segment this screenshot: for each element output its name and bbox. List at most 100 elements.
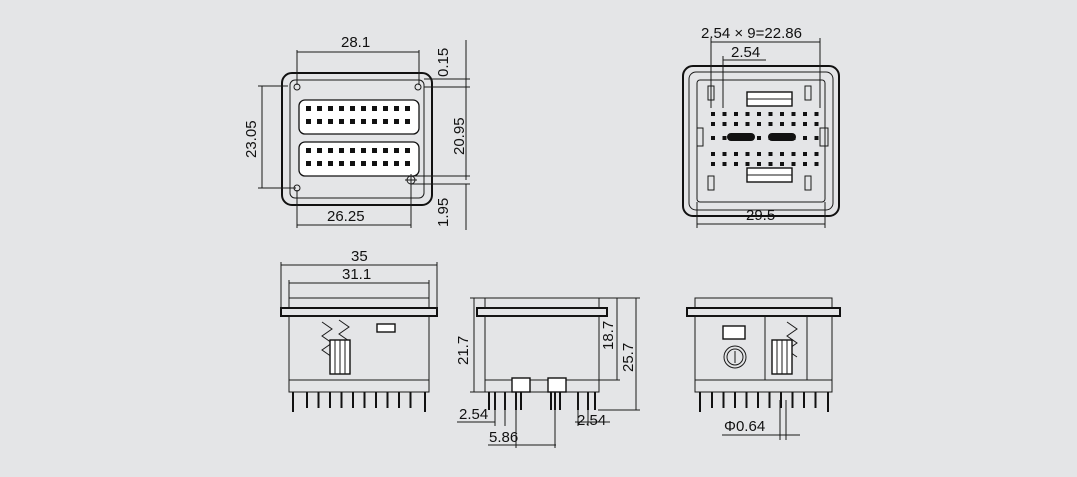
- contact-dot: [306, 119, 311, 124]
- contact-dot: [394, 161, 399, 166]
- pin-dot: [803, 136, 807, 140]
- pin-dot: [814, 136, 819, 140]
- pin-dot: [780, 112, 784, 116]
- pin-dot: [734, 122, 738, 126]
- pin-dot: [791, 112, 796, 116]
- contact-dot: [350, 106, 355, 111]
- contact-dot: [328, 148, 333, 153]
- dim-rear-bottom: 29.5: [746, 207, 775, 224]
- pin-dot: [768, 112, 773, 116]
- contact-dot: [383, 119, 388, 124]
- contact-dot: [361, 106, 366, 111]
- contact-dot: [372, 106, 377, 111]
- dim-front-bottom: 26.25: [327, 208, 365, 225]
- contact-dot: [317, 119, 322, 124]
- contact-dot: [405, 119, 410, 124]
- pin-dot: [722, 152, 727, 156]
- pin-dot: [722, 112, 727, 116]
- contact-dot: [383, 148, 388, 153]
- contact-dot: [350, 161, 355, 166]
- dim-rear-pitch-total: 2.54 × 9=22.86: [701, 25, 802, 42]
- pin-dot: [711, 112, 715, 116]
- contact-dot: [350, 148, 355, 153]
- contact-dot: [306, 106, 311, 111]
- dim-front-right: 20.95: [451, 117, 468, 155]
- contact-dot: [339, 119, 344, 124]
- contact-dot: [405, 148, 410, 153]
- dim-side-mid-span: 5.86: [489, 429, 518, 446]
- contact-dot: [372, 119, 377, 124]
- contact-dot: [328, 161, 333, 166]
- pin-dot: [722, 162, 727, 166]
- pin-dot: [734, 152, 738, 156]
- pin-dot: [722, 122, 727, 126]
- pin-dot: [780, 122, 784, 126]
- contact-dot: [361, 148, 366, 153]
- dim-side-mid-pitch-right: 2.54: [577, 412, 606, 429]
- dim-side-mid-left: 21.7: [455, 336, 472, 365]
- contact-dot: [405, 161, 410, 166]
- pin-dot: [757, 162, 761, 166]
- dim-side-mid-inner: 18.7: [600, 321, 617, 350]
- dim-side-mid-pitch-left: 2.54: [459, 406, 488, 423]
- pin-dot: [803, 112, 807, 116]
- pin-dot: [757, 152, 761, 156]
- pin-dot: [734, 112, 738, 116]
- pin-dot: [780, 152, 784, 156]
- rear-view: 2.54 × 9=22.86 2.54 29.5: [682, 25, 840, 228]
- pin-dot: [768, 162, 773, 166]
- contact-dot: [361, 119, 366, 124]
- dim-front-bottom-offset: 1.95: [435, 198, 452, 227]
- pin-dot: [814, 152, 819, 156]
- side-view-middle: 21.7 18.7 25.7 2.54 2.54 5.86: [455, 297, 640, 448]
- contact-dot: [394, 106, 399, 111]
- dim-rear-pitch: 2.54: [731, 44, 760, 61]
- contact-dot: [339, 161, 344, 166]
- side-view-left: 35 31.1: [280, 248, 438, 412]
- pin-dot: [814, 112, 819, 116]
- contact-dot: [405, 106, 410, 111]
- contact-dot: [372, 148, 377, 153]
- pin-dot: [757, 122, 761, 126]
- pin-dot: [745, 162, 750, 166]
- contact-dot: [306, 161, 311, 166]
- pin-dot: [745, 122, 750, 126]
- contact-dot: [317, 106, 322, 111]
- pin-dot: [814, 122, 819, 126]
- dim-side-right-pin: Φ0.64: [724, 418, 765, 435]
- contact-dot: [306, 148, 311, 153]
- pin-dot: [757, 112, 761, 116]
- dim-front-top-gap: 0.15: [435, 48, 452, 77]
- dim-front-top: 28.1: [341, 34, 370, 51]
- contact-dot: [317, 148, 322, 153]
- pin-dot: [803, 122, 807, 126]
- contact-dot: [339, 106, 344, 111]
- pin-dot: [791, 162, 796, 166]
- pin-dot: [780, 162, 784, 166]
- pin-dot: [722, 136, 727, 140]
- contact-dot: [383, 106, 388, 111]
- pin-dot: [803, 152, 807, 156]
- contact-dot: [350, 119, 355, 124]
- pin-dot: [803, 162, 807, 166]
- pin-dot: [734, 162, 738, 166]
- pin-dot: [745, 112, 750, 116]
- front-view: 28.1 23.05 0.15 20.95 1.95 26.25: [243, 34, 470, 230]
- side-view-right: Φ0.64: [686, 297, 841, 440]
- contact-dot: [394, 119, 399, 124]
- contact-dot: [361, 161, 366, 166]
- dim-side-left-overall: 35: [351, 248, 368, 265]
- pin-dot: [791, 122, 796, 126]
- pin-dot: [768, 152, 773, 156]
- contact-dot: [372, 161, 377, 166]
- pin-dot: [814, 162, 819, 166]
- contact-dot: [328, 106, 333, 111]
- contact-dot: [383, 161, 388, 166]
- pin-dot: [711, 136, 715, 140]
- contact-dot: [328, 119, 333, 124]
- pin-dot: [711, 122, 715, 126]
- contact-dot: [339, 148, 344, 153]
- pin-dot: [745, 152, 750, 156]
- contact-dot: [317, 161, 322, 166]
